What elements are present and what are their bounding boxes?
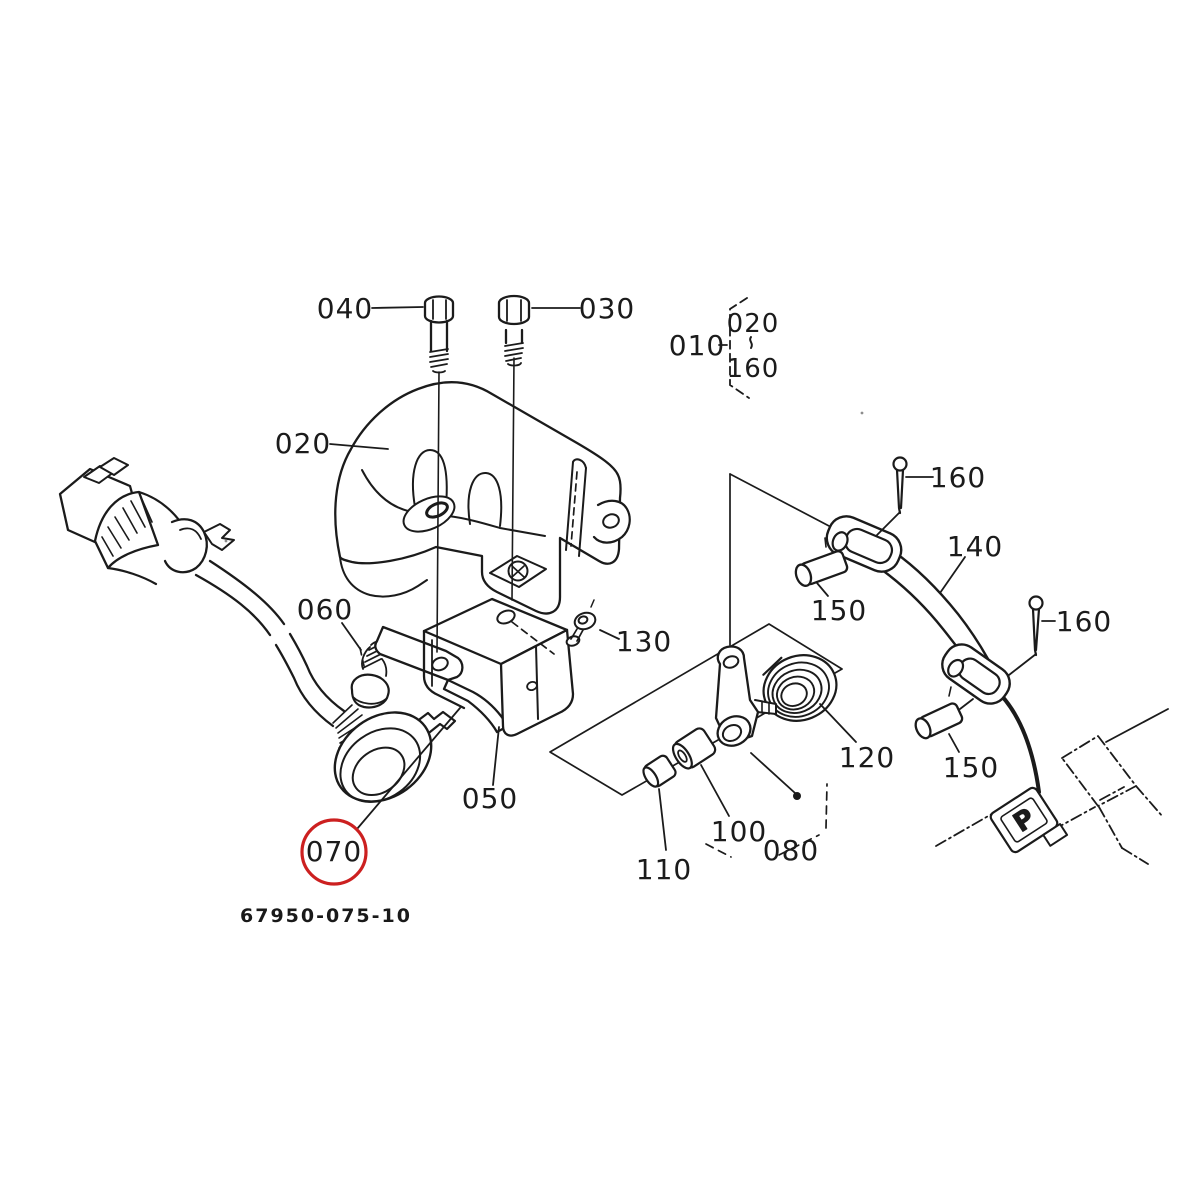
callout-020: 020: [275, 427, 331, 460]
callout-070: 070: [306, 835, 362, 868]
bolt-030: [497, 294, 531, 367]
callout-labels: 040 030 010 020 160 020 060 130 050 070 …: [275, 292, 1112, 886]
callout-040: 040: [317, 292, 373, 325]
callout-160-upper: 160: [930, 461, 986, 494]
clevis-pin-150-lower: [914, 702, 964, 740]
drawing-number: 67950-075-10: [240, 905, 412, 927]
callout-050: 050: [462, 782, 518, 815]
callout-140: 140: [947, 530, 1003, 563]
callout-160-right: 160: [1056, 605, 1112, 638]
bushing-110: [642, 754, 677, 788]
highlight-circle-070: [300, 818, 368, 886]
switch-arm-plate: [374, 625, 510, 734]
callout-010: 010: [669, 329, 725, 362]
screw-060: [350, 640, 390, 709]
callout-030: 030: [579, 292, 635, 325]
bracket-050: [422, 597, 575, 737]
cover-020: [334, 381, 631, 615]
bolt-040: [423, 295, 455, 374]
callout-150-lower: 150: [943, 751, 999, 784]
callout-010-range-top: 020: [727, 309, 780, 339]
callout-110: 110: [636, 853, 692, 886]
switch-070: [333, 710, 457, 803]
rod-140: [825, 515, 1011, 705]
callout-150-upper: 150: [811, 594, 867, 627]
ghost-panel-outline: [935, 735, 1164, 865]
cotter-pin-160-upper: [892, 456, 908, 515]
leader-lines: [224, 297, 1056, 858]
parking-switch-block: P: [989, 786, 1069, 854]
callout-120: 120: [839, 741, 895, 774]
bushing-100: [671, 727, 717, 770]
wire-harness-connector: [58, 457, 235, 586]
nut-130: [565, 599, 597, 647]
spring-120: [762, 654, 838, 722]
harness-cable: [194, 559, 365, 749]
lever-cam: [714, 645, 777, 747]
cotter-pin-160-right: [1028, 595, 1044, 657]
curved-arrow: [999, 693, 1041, 794]
callout-130: 130: [616, 625, 672, 658]
callout-010-range-bottom: 160: [727, 354, 780, 384]
callout-060: 060: [297, 593, 353, 626]
callout-080: 080: [763, 834, 819, 867]
callout-100: 100: [711, 815, 767, 848]
clevis-pin-150-upper: [794, 550, 849, 587]
